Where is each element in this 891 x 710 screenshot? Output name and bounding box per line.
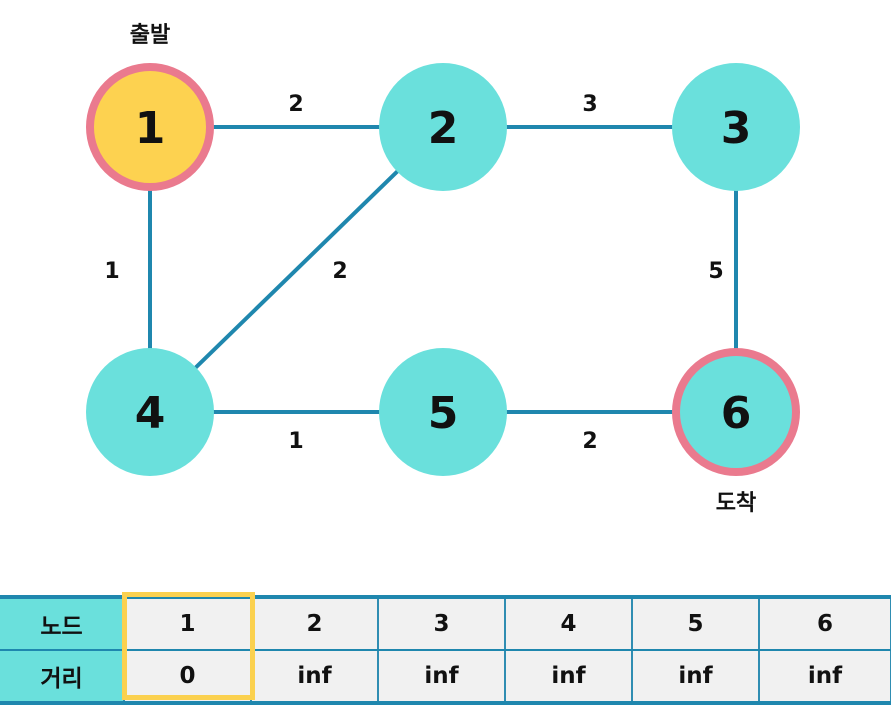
node-cell: 1 <box>123 595 252 651</box>
node-4 <box>86 348 214 476</box>
distance-cell: inf <box>631 650 760 705</box>
distance-cell: inf <box>758 650 891 705</box>
nodes: 1 2 3 4 5 6 <box>86 63 800 476</box>
node-label-5: 5 <box>428 388 459 439</box>
node-6 <box>672 348 800 476</box>
node-row: 노드 1 2 3 4 5 6 <box>0 595 891 651</box>
edge-weight-2-4: 2 <box>332 259 347 284</box>
distance-cell: 0 <box>123 650 252 705</box>
node-label-2: 2 <box>428 103 459 154</box>
node-label-3: 3 <box>721 103 752 154</box>
edge-weight-1-4: 1 <box>104 259 119 284</box>
distance-table: 노드 1 2 3 4 5 6 거리 0 inf inf inf inf inf <box>0 595 891 705</box>
edge-weight-2-3: 3 <box>582 92 597 117</box>
distance-row: 거리 0 inf inf inf inf inf <box>0 650 891 705</box>
node-cell: 6 <box>758 595 891 651</box>
distance-cell: inf <box>504 650 633 705</box>
node-2 <box>379 63 507 191</box>
node-label-6: 6 <box>721 388 752 439</box>
edge-weight-4-5: 1 <box>288 429 303 454</box>
edge-weight-3-6: 5 <box>708 259 723 284</box>
distance-cell: inf <box>250 650 379 705</box>
end-label: 도착 <box>716 491 756 516</box>
node-cell: 2 <box>250 595 379 651</box>
edge-weight-5-6: 2 <box>582 429 597 454</box>
node-row-header: 노드 <box>0 595 125 651</box>
edge-weight-1-2: 2 <box>288 92 303 117</box>
node-label-1: 1 <box>135 103 166 154</box>
start-label: 출발 <box>130 23 170 48</box>
node-5 <box>379 348 507 476</box>
node-label-4: 4 <box>135 388 166 439</box>
edge-2-4 <box>148 125 445 414</box>
distance-row-header: 거리 <box>0 650 125 705</box>
node-cell: 3 <box>377 595 506 651</box>
node-3 <box>672 63 800 191</box>
distance-cell: inf <box>377 650 506 705</box>
node-1 <box>86 63 214 191</box>
graph-diagram: 2 3 1 2 5 1 2 1 2 3 4 5 6 출발 도착 <box>86 23 800 516</box>
node-cell: 5 <box>631 595 760 651</box>
node-cell: 4 <box>504 595 633 651</box>
